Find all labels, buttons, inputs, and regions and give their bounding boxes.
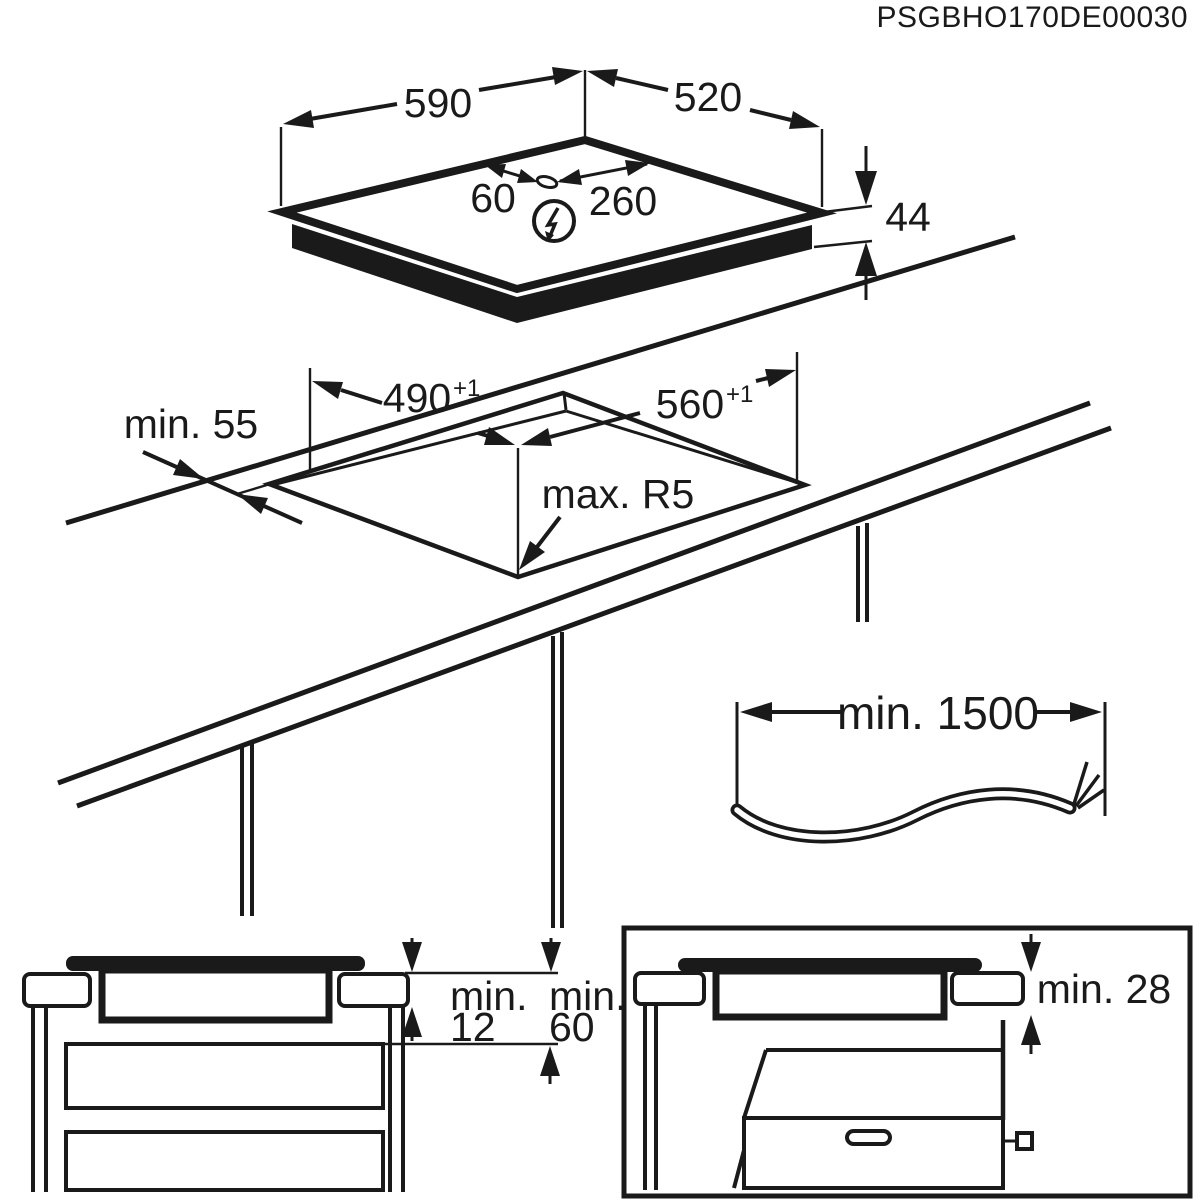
arrowhead-min28-up (1021, 1015, 1041, 1045)
worktop-cutout (236, 390, 812, 580)
worktop-isometric (57, 234, 1112, 928)
arrowhead-min60-down (541, 942, 561, 972)
hob-glass-top (267, 135, 837, 294)
arrowhead-560-left (521, 428, 552, 446)
worktop-front-edge-bottom (76, 425, 1112, 809)
arrowhead-1500-left (740, 702, 772, 722)
arrowhead-min60-up (540, 1046, 560, 1076)
gland-offset-right-label: 260 (589, 178, 657, 224)
oven-handle (845, 1129, 892, 1146)
clearance-section-oven-view: min. 28 (621, 925, 1193, 1199)
arrowhead-60-left (485, 164, 506, 178)
arrowhead-min55-lower (237, 494, 268, 514)
arrowhead-490-left (312, 381, 343, 399)
cable-length-label: min. 1500 (837, 687, 1039, 739)
arrowhead-1500-right (1070, 702, 1102, 722)
arrowhead-min12-up (402, 1007, 422, 1037)
arrowhead-60-right (517, 169, 538, 183)
hob-body-section (98, 966, 333, 1024)
document-code: PSGBHO170DE00030 (876, 1, 1188, 34)
built-under-oven (732, 1020, 1034, 1190)
cutout-width-tolerance: +1 (726, 381, 753, 408)
arrowhead-520-left (587, 69, 618, 87)
cutout-depth-label: 490 (383, 375, 451, 421)
arrowhead-260-right (625, 160, 650, 176)
arrowhead-44-bottom (855, 242, 877, 276)
dim-44-extension-lower (813, 239, 873, 249)
cutout-depth-tolerance: +1 (453, 375, 480, 402)
corner-radius-label: max. R5 (542, 471, 695, 517)
worktop-section-left (22, 972, 92, 1008)
worktop-front-edge-top (57, 400, 1091, 786)
drawer-clearance-value: 60 (549, 1004, 595, 1050)
clearance-section-drawer-view: min. 12 min. 60 (22, 938, 626, 1192)
hob-body (292, 224, 812, 323)
worktop-clearance-label: min. (450, 973, 527, 1019)
drawer-lower (64, 1130, 385, 1192)
worktop-section-left-2 (633, 971, 706, 1006)
cutout-dimensions: 490 +1 560 +1 min. 55 max. R5 (124, 352, 799, 570)
gland-offset-left-label: 60 (470, 175, 516, 221)
worktop-back-edge (65, 234, 1016, 526)
cabinet-leg-middle (551, 632, 564, 928)
arrowhead-min28-down (1021, 942, 1041, 972)
cutout-inner-edge-left (271, 409, 567, 487)
arrowhead-min12-down (402, 942, 422, 972)
arrowhead-44-top (855, 171, 877, 205)
hob-glass-section-2 (678, 958, 982, 972)
arrowhead-max-r5 (519, 541, 545, 570)
drawer-upper (64, 1042, 385, 1110)
edge-clearance-label: min. 55 (124, 401, 258, 447)
lightning-bolt-icon (532, 199, 576, 243)
cutout-width-label: 560 (656, 381, 724, 427)
worktop-section-right (337, 972, 410, 1008)
oven-clearance-label: min. 28 (1037, 966, 1171, 1012)
worktop-section-right-2 (950, 971, 1025, 1006)
arrowhead-590-left (283, 110, 314, 128)
oven-knob (1015, 1131, 1034, 1151)
hob-isometric: 590 520 60 260 44 (267, 67, 931, 323)
mains-cable-view: min. 1500 (730, 687, 1107, 844)
arrowhead-520-right (789, 111, 820, 129)
hob-width-label: 590 (404, 80, 472, 126)
hob-depth-label: 520 (674, 74, 742, 120)
arrowhead-min55-upper (173, 459, 204, 479)
worktop-clearance-value: 12 (450, 1004, 496, 1050)
mains-gland-icon (535, 175, 559, 189)
hob-glass-section (66, 956, 365, 971)
dim-44-extension-upper (823, 204, 873, 214)
arrowhead-590-right (552, 67, 583, 85)
hob-body-section-2 (712, 967, 948, 1021)
cabinet-leg-left (240, 743, 254, 916)
cutout-edge-extension (236, 470, 311, 496)
cutout-opening-outline (262, 390, 812, 580)
cabinet-leg-right (856, 523, 869, 622)
cutout-depth-edge (562, 392, 568, 411)
cable-wire-ends (1072, 761, 1105, 810)
arrowhead-490-right (484, 427, 515, 445)
drawer-clearance-label: min. (549, 973, 626, 1019)
arrowhead-260-left (557, 169, 582, 185)
hob-height-label: 44 (885, 194, 931, 240)
arrowhead-560-right (765, 369, 796, 387)
oven-front (742, 1116, 1005, 1190)
